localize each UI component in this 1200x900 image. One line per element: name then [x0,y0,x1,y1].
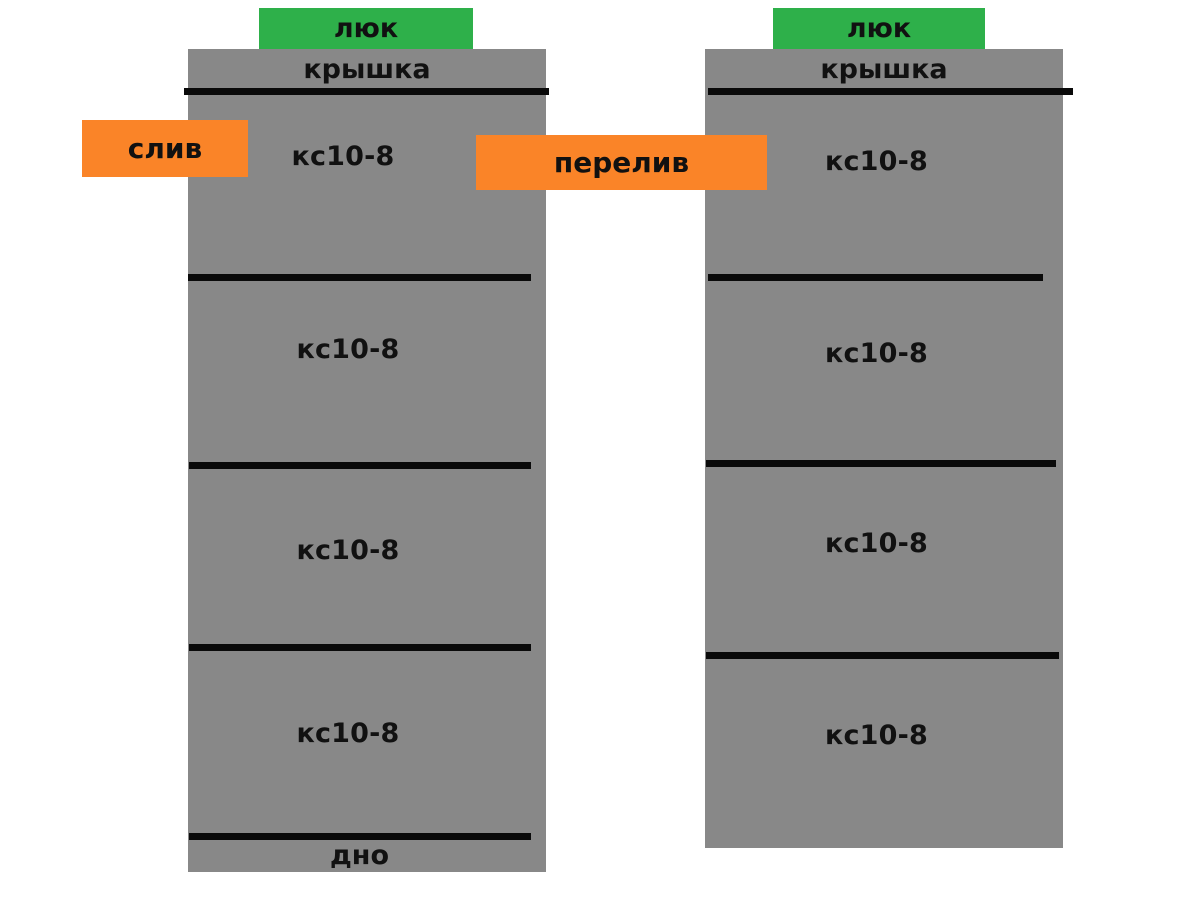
tank-right-lid-line [708,88,1073,95]
tank-left-ring-line-3 [189,644,531,651]
tank-left-ring-2-label: кс10-8 [296,334,400,365]
tank-left-ring-1-label: кс10-8 [291,141,395,172]
tank-right-ring-line-1 [708,274,1043,281]
tank-left-lid-line [184,88,549,95]
tank-right-ring-line-3 [706,652,1059,659]
tank-right-ring-3-label: кс10-8 [824,528,929,559]
tank-right-ring-4-label: кс10-8 [824,720,929,751]
tank-right-ring-line-2 [706,460,1056,467]
overflow-pipe-callout[interactable]: перелив [476,135,767,190]
tank-right-ring-1-label: кс10-8 [824,146,929,177]
hatch-callout-left[interactable]: люк [259,8,473,49]
tank-left-ring-line-1 [188,274,531,281]
tank-left-bottom-line [189,833,531,840]
tank-right-ring-2-label: кс10-8 [824,338,929,369]
tank-left-ring-line-2 [189,462,531,469]
tank-left-bottom-label: дно [329,840,389,871]
tank-left-ring-4-label: кс10-8 [296,718,400,749]
hatch-callout-right[interactable]: люк [773,8,985,49]
tank-left-lid-label: крышка [303,54,431,85]
tank-right-lid-label: крышка [820,54,948,85]
tank-left-ring-3-label: кс10-8 [296,535,400,566]
drain-pipe-callout[interactable]: слив [82,120,248,177]
